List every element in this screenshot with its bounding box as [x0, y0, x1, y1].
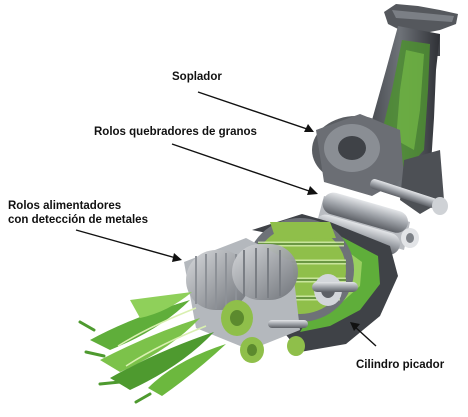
callout-arrows: [75, 91, 377, 347]
arrow-rolos-alimentadores: [75, 229, 177, 259]
arrow-rolos-quebradores: [171, 143, 313, 193]
label-rolos-alimentadores-line1: Rolos alimentadores: [8, 200, 122, 212]
label-cilindro-picador: Cilindro picador: [356, 359, 445, 371]
blower-shaft: [369, 179, 448, 215]
label-rolos-alimentadores: Rolos alimentadores con detección de met…: [8, 199, 148, 227]
label-soplador: Soplador: [172, 71, 222, 83]
drive-gears: [221, 300, 308, 363]
label-rolos-alimentadores-line2: con detección de metales: [8, 214, 148, 226]
arrow-soplador: [197, 91, 311, 131]
label-rolos-quebradores: Rolos quebradores de granos: [94, 126, 257, 138]
blower-housing: [312, 114, 444, 214]
arrow-cilindro-picador: [353, 325, 377, 347]
incoming-crop: [78, 292, 226, 404]
